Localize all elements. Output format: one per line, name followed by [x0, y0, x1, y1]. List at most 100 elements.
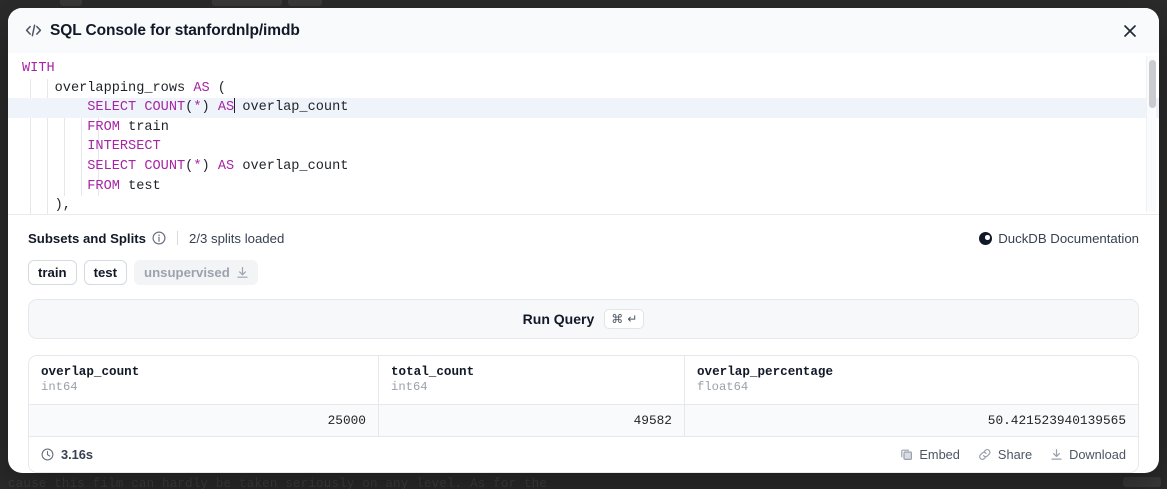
table-cell: 49582	[379, 405, 685, 436]
sql-text: ),	[22, 198, 71, 214]
close-icon[interactable]	[1117, 18, 1143, 44]
sql-keyword: FROM	[87, 178, 120, 194]
code-line[interactable]: WITH	[8, 59, 1159, 79]
sql-text	[22, 179, 87, 194]
split-tag-label: train	[38, 265, 67, 280]
text-caret	[234, 98, 236, 114]
sql-keyword: WITH	[22, 61, 55, 76]
enter-key-glyph: ↵	[627, 312, 638, 326]
sql-keyword: AS	[217, 158, 235, 174]
duckdb-documentation-link[interactable]: DuckDB Documentation	[979, 231, 1139, 246]
duckdb-logo-icon	[979, 231, 993, 245]
column-name: total_count	[391, 365, 475, 379]
sql-keyword: SELECT COUNT	[87, 158, 186, 174]
sql-text: (	[209, 80, 226, 96]
sql-console-modal: SQL Console for stanfordnlp/imdb WITH ov…	[8, 8, 1159, 473]
split-tag-list: train test unsupervised	[28, 260, 1139, 285]
duckdb-documentation-label: DuckDB Documentation	[998, 230, 1139, 246]
download-icon	[1050, 448, 1063, 461]
share-label: Share	[997, 447, 1033, 462]
sql-keyword: *	[193, 158, 202, 174]
info-icon[interactable]	[152, 231, 166, 245]
column-type: float64	[697, 380, 749, 394]
sql-editor[interactable]: WITH overlapping_rows AS ( SELECT COUNT(…	[8, 53, 1159, 215]
embed-button[interactable]: Embed	[900, 447, 960, 462]
split-tag-label: unsupervised	[144, 265, 230, 280]
code-line[interactable]: SELECT COUNT(*) AS overlap_count	[8, 157, 1159, 177]
column-type: int64	[41, 380, 78, 394]
background-chip	[1123, 477, 1161, 487]
link-icon	[978, 448, 992, 461]
splits-loaded-status: 2/3 splits loaded	[188, 230, 285, 246]
sql-text: overlap_count	[234, 100, 349, 116]
sql-keyword: SELECT COUNT	[87, 100, 186, 116]
subsets-and-splits-section: Subsets and Splits 2/3 splits loaded Duc…	[8, 215, 1159, 285]
code-line[interactable]: FROM test	[8, 177, 1159, 197]
run-query-label: Run Query	[522, 311, 595, 327]
run-query-button[interactable]: Run Query ⌘ ↵	[28, 299, 1139, 339]
sql-editor-content[interactable]: WITH overlapping_rows AS ( SELECT COUNT(…	[8, 53, 1159, 214]
command-key-glyph: ⌘	[611, 312, 624, 326]
sql-text: )	[201, 100, 218, 116]
sql-keyword: INTERSECT	[87, 139, 161, 155]
download-label: Download	[1069, 447, 1126, 462]
results-footer: 3.16s Embed Share Download	[29, 437, 1138, 472]
clock-icon	[41, 448, 54, 461]
column-type: int64	[391, 380, 428, 394]
code-line[interactable]: overlapping_rows AS (	[8, 79, 1159, 99]
sql-text	[22, 100, 87, 115]
sql-text: )	[201, 158, 218, 174]
code-line[interactable]: FROM train	[8, 118, 1159, 138]
sql-keyword: *	[193, 100, 202, 116]
sql-keyword: AS	[193, 80, 210, 96]
sql-text: train	[119, 119, 169, 135]
code-brackets-icon	[22, 20, 44, 42]
table-cell: 25000	[29, 405, 379, 436]
split-tag-unsupervised[interactable]: unsupervised	[134, 260, 258, 285]
column-name: overlap_percentage	[697, 365, 834, 379]
embed-label: Embed	[919, 447, 960, 462]
copy-icon	[900, 448, 913, 461]
query-duration: 3.16s	[41, 447, 93, 462]
scrollbar-thumb[interactable]	[1148, 60, 1156, 108]
table-cell: 50.421523940139565	[987, 413, 1126, 428]
modal-header: SQL Console for stanfordnlp/imdb	[8, 8, 1159, 53]
split-tag-test[interactable]: test	[83, 260, 128, 285]
download-icon[interactable]	[236, 266, 249, 279]
code-line[interactable]: SELECT COUNT(*) AS overlap_count	[8, 98, 1159, 118]
sql-text: (	[185, 158, 194, 174]
sql-keyword: AS	[217, 100, 235, 116]
subsets-label: Subsets and Splits	[28, 230, 146, 246]
run-query-shortcut: ⌘ ↵	[604, 309, 645, 329]
split-tag-train[interactable]: train	[28, 260, 77, 285]
column-name: overlap_count	[41, 365, 140, 379]
sql-text: (	[185, 100, 194, 116]
background-chip	[212, 0, 282, 6]
sql-text	[22, 120, 87, 135]
results-actions: Embed Share Download	[900, 447, 1126, 462]
background-text: cause this film can hardly be taken seri…	[8, 477, 548, 489]
sql-text: overlap_count	[234, 158, 349, 174]
query-duration-label: 3.16s	[61, 447, 94, 462]
sql-text	[22, 139, 87, 154]
subsets-header-row: Subsets and Splits 2/3 splits loaded Duc…	[28, 227, 1139, 249]
background-chip	[60, 0, 82, 6]
divider	[176, 231, 178, 245]
code-line[interactable]: INTERSECT	[8, 137, 1159, 157]
sql-text: test	[119, 178, 161, 194]
split-tag-label: test	[93, 265, 118, 280]
share-button[interactable]: Share	[978, 447, 1032, 462]
code-line[interactable]: ),	[8, 196, 1159, 214]
sql-keyword: FROM	[87, 119, 120, 135]
download-button[interactable]: Download	[1050, 447, 1126, 462]
sql-text	[22, 159, 87, 174]
page-title: SQL Console for stanfordnlp/imdb	[50, 21, 300, 39]
vertical-scrollbar[interactable]	[1146, 56, 1156, 212]
